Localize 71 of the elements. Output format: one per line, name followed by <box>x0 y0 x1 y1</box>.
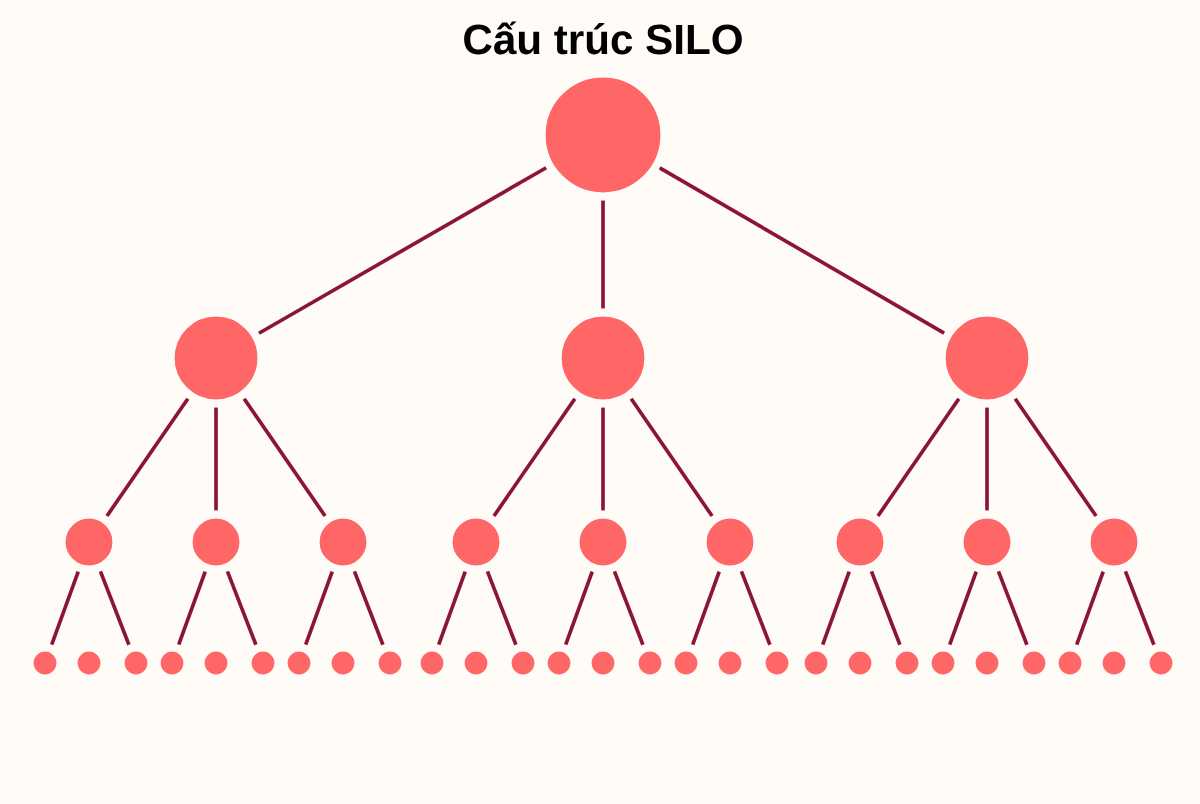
circle-node <box>578 517 628 567</box>
circle-node <box>930 650 956 676</box>
connector-line <box>948 571 978 646</box>
connector-line <box>601 200 605 309</box>
circle-node <box>673 650 699 676</box>
circle-node <box>76 650 102 676</box>
title: Cấu trúc SILO <box>464 21 742 55</box>
circle-node <box>32 650 58 676</box>
connector-line <box>691 571 721 646</box>
connector-line <box>1075 571 1105 646</box>
connector-line <box>258 166 548 335</box>
connector-line <box>437 571 467 646</box>
connector-line <box>225 570 258 646</box>
connector-line <box>214 407 218 511</box>
connector-line <box>485 570 518 646</box>
circle-node <box>835 517 885 567</box>
connector-line <box>1013 397 1098 518</box>
circle-node <box>1101 650 1127 676</box>
connector-line <box>876 397 961 518</box>
circle-node <box>847 650 873 676</box>
connector-line <box>492 397 577 518</box>
circle-node <box>318 517 368 567</box>
circle-node <box>1148 650 1174 676</box>
circle-node <box>159 650 185 676</box>
connector-line <box>50 571 80 646</box>
connector-line <box>304 571 334 646</box>
circle-node <box>894 650 920 676</box>
circle-node <box>377 650 403 676</box>
circle-node <box>803 650 829 676</box>
circle-node <box>590 650 616 676</box>
connector-line <box>629 397 714 518</box>
circle-node <box>717 650 743 676</box>
circle-node <box>191 517 241 567</box>
circle-node <box>1021 650 1047 676</box>
circle-node <box>705 517 755 567</box>
circle-node <box>173 315 259 401</box>
connector-line <box>105 397 190 518</box>
connector-line <box>564 571 594 646</box>
circle-node <box>974 650 1000 676</box>
connector-line <box>242 397 327 518</box>
circle-node <box>1057 650 1083 676</box>
circle-node <box>637 650 663 676</box>
circle-node <box>463 650 489 676</box>
circle-node <box>123 650 149 676</box>
circle-node <box>250 650 276 676</box>
circle-node <box>64 517 114 567</box>
circle-node <box>764 650 790 676</box>
connector-line <box>996 570 1029 646</box>
connector-line <box>739 570 772 646</box>
circle-node <box>544 76 662 194</box>
circle-node <box>286 650 312 676</box>
connector-line <box>869 570 902 646</box>
circle-node <box>560 315 646 401</box>
circle-node <box>510 650 536 676</box>
connector-line <box>601 407 605 511</box>
connector-line <box>612 570 645 646</box>
circle-node <box>1089 517 1139 567</box>
connector-line <box>98 570 131 646</box>
circle-node <box>451 517 501 567</box>
circle-node <box>203 650 229 676</box>
circle-node <box>962 517 1012 567</box>
connector-line <box>177 571 207 646</box>
circle-node <box>419 650 445 676</box>
connector-line <box>658 166 946 335</box>
circle-node <box>546 650 572 676</box>
connector-line <box>821 571 851 646</box>
connector-line <box>985 407 989 511</box>
connector-line <box>1123 570 1156 646</box>
connector-line <box>352 570 385 646</box>
circle-node <box>944 315 1030 401</box>
circle-node <box>330 650 356 676</box>
